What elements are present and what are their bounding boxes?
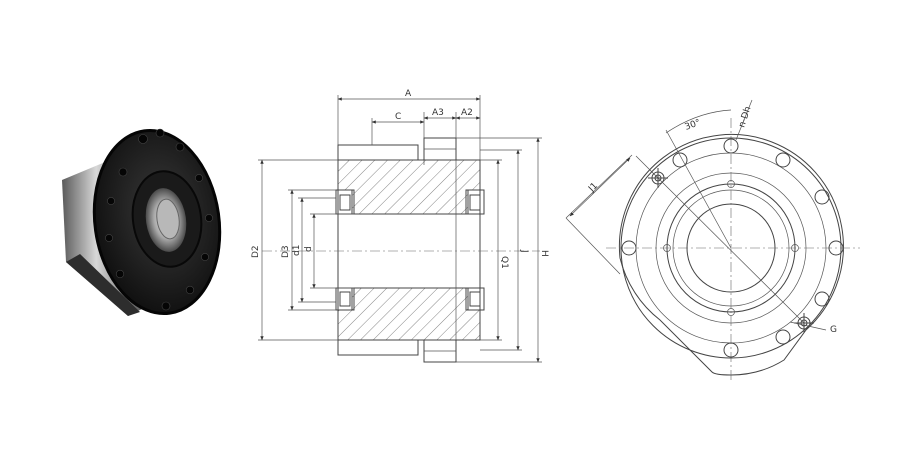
label-Q1: Q1 bbox=[499, 256, 509, 269]
product-photo bbox=[62, 128, 222, 316]
front-inner-holes bbox=[663, 180, 799, 316]
label-A3: A3 bbox=[432, 108, 444, 118]
label-J1: J1 bbox=[586, 181, 600, 195]
front-view: J1 30° n-Dh G bbox=[565, 99, 860, 382]
dim-J1 bbox=[569, 157, 631, 217]
label-angle: 30° bbox=[684, 118, 702, 133]
label-C: C bbox=[395, 112, 401, 122]
label-d: d bbox=[304, 246, 314, 252]
label-D3: D3 bbox=[281, 245, 291, 258]
flange-rim bbox=[92, 128, 222, 316]
label-holes: n-Dh bbox=[737, 105, 753, 129]
label-A2: A2 bbox=[461, 108, 473, 118]
flange-outline bbox=[618, 133, 844, 376]
label-A: A bbox=[405, 89, 412, 99]
label-H: H bbox=[539, 250, 549, 257]
bearing-bore-inner bbox=[156, 198, 180, 240]
label-G: G bbox=[830, 325, 837, 335]
label-d1: d1 bbox=[292, 245, 302, 256]
housing-side-flat bbox=[66, 254, 140, 316]
section-view: A C A3 A2 D2 D3 d1 d Q1 J H bbox=[251, 89, 549, 363]
flange-bolt-holes bbox=[105, 128, 213, 311]
front-bolt-holes bbox=[621, 138, 844, 358]
label-D2: D2 bbox=[251, 245, 261, 258]
section-hatch-bottom bbox=[337, 287, 481, 341]
section-hatch-top bbox=[337, 159, 481, 215]
label-J: J bbox=[519, 249, 529, 253]
